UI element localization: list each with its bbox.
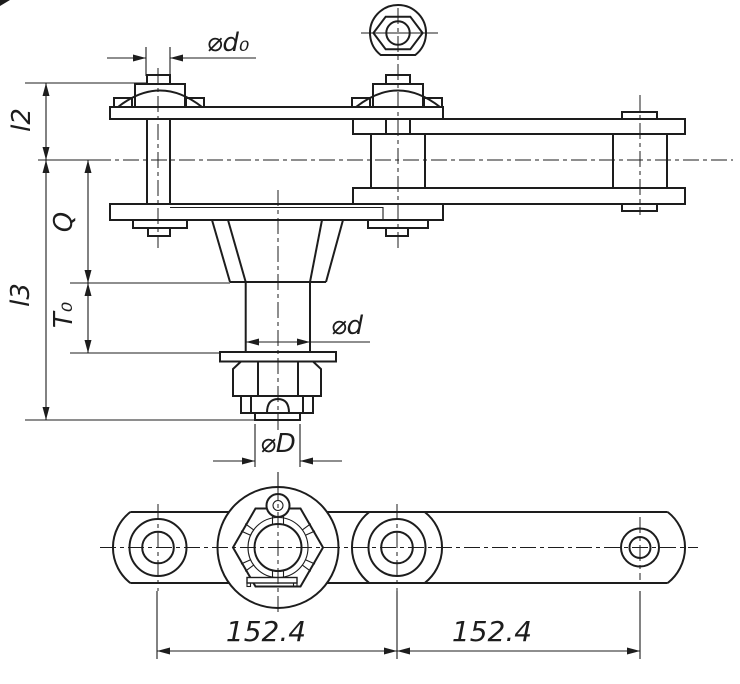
dim-stem-dia: ⌀d [246, 311, 370, 346]
pin1-retainer-plate [132, 219, 188, 229]
pin2-end-nub [385, 227, 409, 237]
dim-label-stem-dia: ⌀d [331, 311, 364, 341]
funnel-outer-left [211, 219, 231, 283]
cotter-foot-tick-left [246, 582, 252, 588]
dim-label-end-dia: ⌀D [260, 429, 296, 459]
pin-retainers [132, 219, 429, 237]
inner-bottom-plate [352, 187, 686, 205]
attachment-funnel [211, 219, 344, 352]
hex-nut-top-view [361, 3, 438, 56]
pin1-washer-tab-left [113, 97, 133, 108]
pin2-nut-assembly [351, 74, 443, 108]
dim-label-t0: T₀ [49, 301, 79, 328]
dim-pitch: 152.4 152.4 [156, 591, 641, 659]
cotter-foot-bar [246, 576, 298, 584]
frame-corner-mark [0, 0, 10, 6]
pin2-spherical-washer [355, 89, 441, 108]
cotter-foot-tick-right [292, 582, 298, 588]
side-view [109, 3, 686, 421]
centerlines [95, 8, 733, 612]
pin1-spherical-washer [117, 89, 203, 108]
inner-top-plate [352, 118, 686, 135]
outer-top-plate [109, 106, 444, 120]
dim-label-pin-dia: ⌀d₀ [207, 28, 250, 58]
nut-washer-outline [369, 3, 427, 56]
cotter-ring-inner [272, 499, 284, 512]
dim-label-q: Q [49, 212, 79, 232]
pin1-end-nub [147, 227, 171, 237]
dim-label-pitch-right: 152.4 [452, 615, 532, 648]
outer-bottom-plate [109, 203, 444, 221]
crown-slots [240, 523, 316, 572]
pin1-nut-assembly [113, 74, 205, 108]
pins-and-rollers [146, 111, 668, 212]
dim-l2-l3: l2 l3 [6, 82, 254, 421]
link-plates [109, 106, 686, 221]
dim-pin-dia: ⌀d₀ [107, 28, 256, 76]
flange-step-line [170, 206, 384, 219]
castle-nut-body [232, 360, 322, 397]
pin2-washer-tab-left [351, 97, 371, 108]
dim-label-pitch-left: 152.4 [226, 615, 306, 648]
dim-q-t0: Q T₀ [49, 160, 230, 354]
dimensions: ⌀d₀ l2 l3 Q T₀ [6, 28, 641, 659]
funnel-inner-left [227, 219, 247, 283]
pin1-washer-tab-right [185, 97, 205, 108]
dim-label-l3: l3 [6, 283, 36, 307]
pin2-washer-tab-right [423, 97, 443, 108]
pin1-nut [134, 83, 186, 108]
funnel-inner-right [309, 219, 323, 283]
dim-end-dia: ⌀D [213, 424, 342, 467]
dim-label-l2: l2 [7, 108, 37, 132]
bar-right-end-arc [667, 511, 686, 584]
funnel-outer-right [325, 219, 344, 283]
